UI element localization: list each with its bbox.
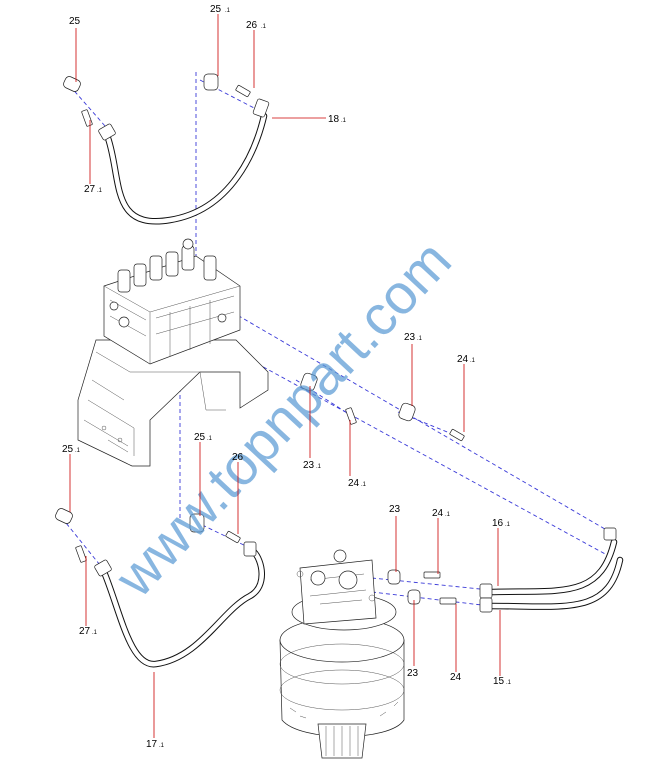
callout-27-top: 27 <box>84 184 96 195</box>
hose-17 <box>94 541 265 668</box>
callout-25-lower-left: 25 <box>62 444 74 455</box>
svg-text:.1: .1 <box>505 522 511 528</box>
hoses-15-16 <box>479 527 624 613</box>
callout-25-lower: 25 <box>194 432 206 443</box>
svg-text:.1: .1 <box>159 743 165 749</box>
svg-text:.1: .1 <box>506 680 512 686</box>
svg-text:.1: .1 <box>261 24 267 30</box>
svg-text:.1: .1 <box>225 8 231 14</box>
assembly-dashed-lines <box>61 72 611 607</box>
callout-23-lower-top: 23 <box>389 504 401 515</box>
svg-text:.1: .1 <box>417 336 423 342</box>
callout-24-right: 24 <box>457 354 469 365</box>
callout-23-right: 23 <box>404 332 416 343</box>
fittings <box>55 73 465 605</box>
callout-17: 17 <box>146 739 158 750</box>
svg-text:.1: .1 <box>207 436 213 442</box>
svg-text:.1: .1 <box>445 512 451 518</box>
callout-25-top-left: 25 <box>69 16 81 27</box>
callout-16: 16 <box>492 518 504 529</box>
svg-text:.1: .1 <box>361 482 367 488</box>
callout-27-lower: 27 <box>79 626 91 637</box>
callout-leaders <box>69 14 501 738</box>
svg-text:.1: .1 <box>92 630 98 636</box>
svg-text:.1: .1 <box>75 448 81 454</box>
hose-18 <box>98 98 270 225</box>
callout-labels: 25 25 .1 26 .1 18 .1 27 .1 23 .1 24 .1 2… <box>62 4 512 750</box>
callout-26-lower: 26 <box>232 452 244 463</box>
svg-text:.1: .1 <box>316 464 322 470</box>
callout-18: 18 <box>328 114 340 125</box>
svg-text:.1: .1 <box>470 358 476 364</box>
swing-motor-assembly <box>279 549 405 759</box>
svg-text:.1: .1 <box>341 118 347 124</box>
callout-15: 15 <box>493 676 505 687</box>
svg-text:.1: .1 <box>97 188 103 194</box>
callout-23-mid: 23 <box>303 460 315 471</box>
control-valve-assembly <box>77 238 269 467</box>
callout-24-lower-top: 24 <box>432 508 444 519</box>
callout-25-top: 25 <box>210 4 222 15</box>
callout-24-mid: 24 <box>348 478 360 489</box>
callout-26-top: 26 <box>246 20 258 31</box>
callout-23-lower-bottom: 23 <box>407 668 419 679</box>
callout-24-lower-bottom: 24 <box>450 672 462 683</box>
